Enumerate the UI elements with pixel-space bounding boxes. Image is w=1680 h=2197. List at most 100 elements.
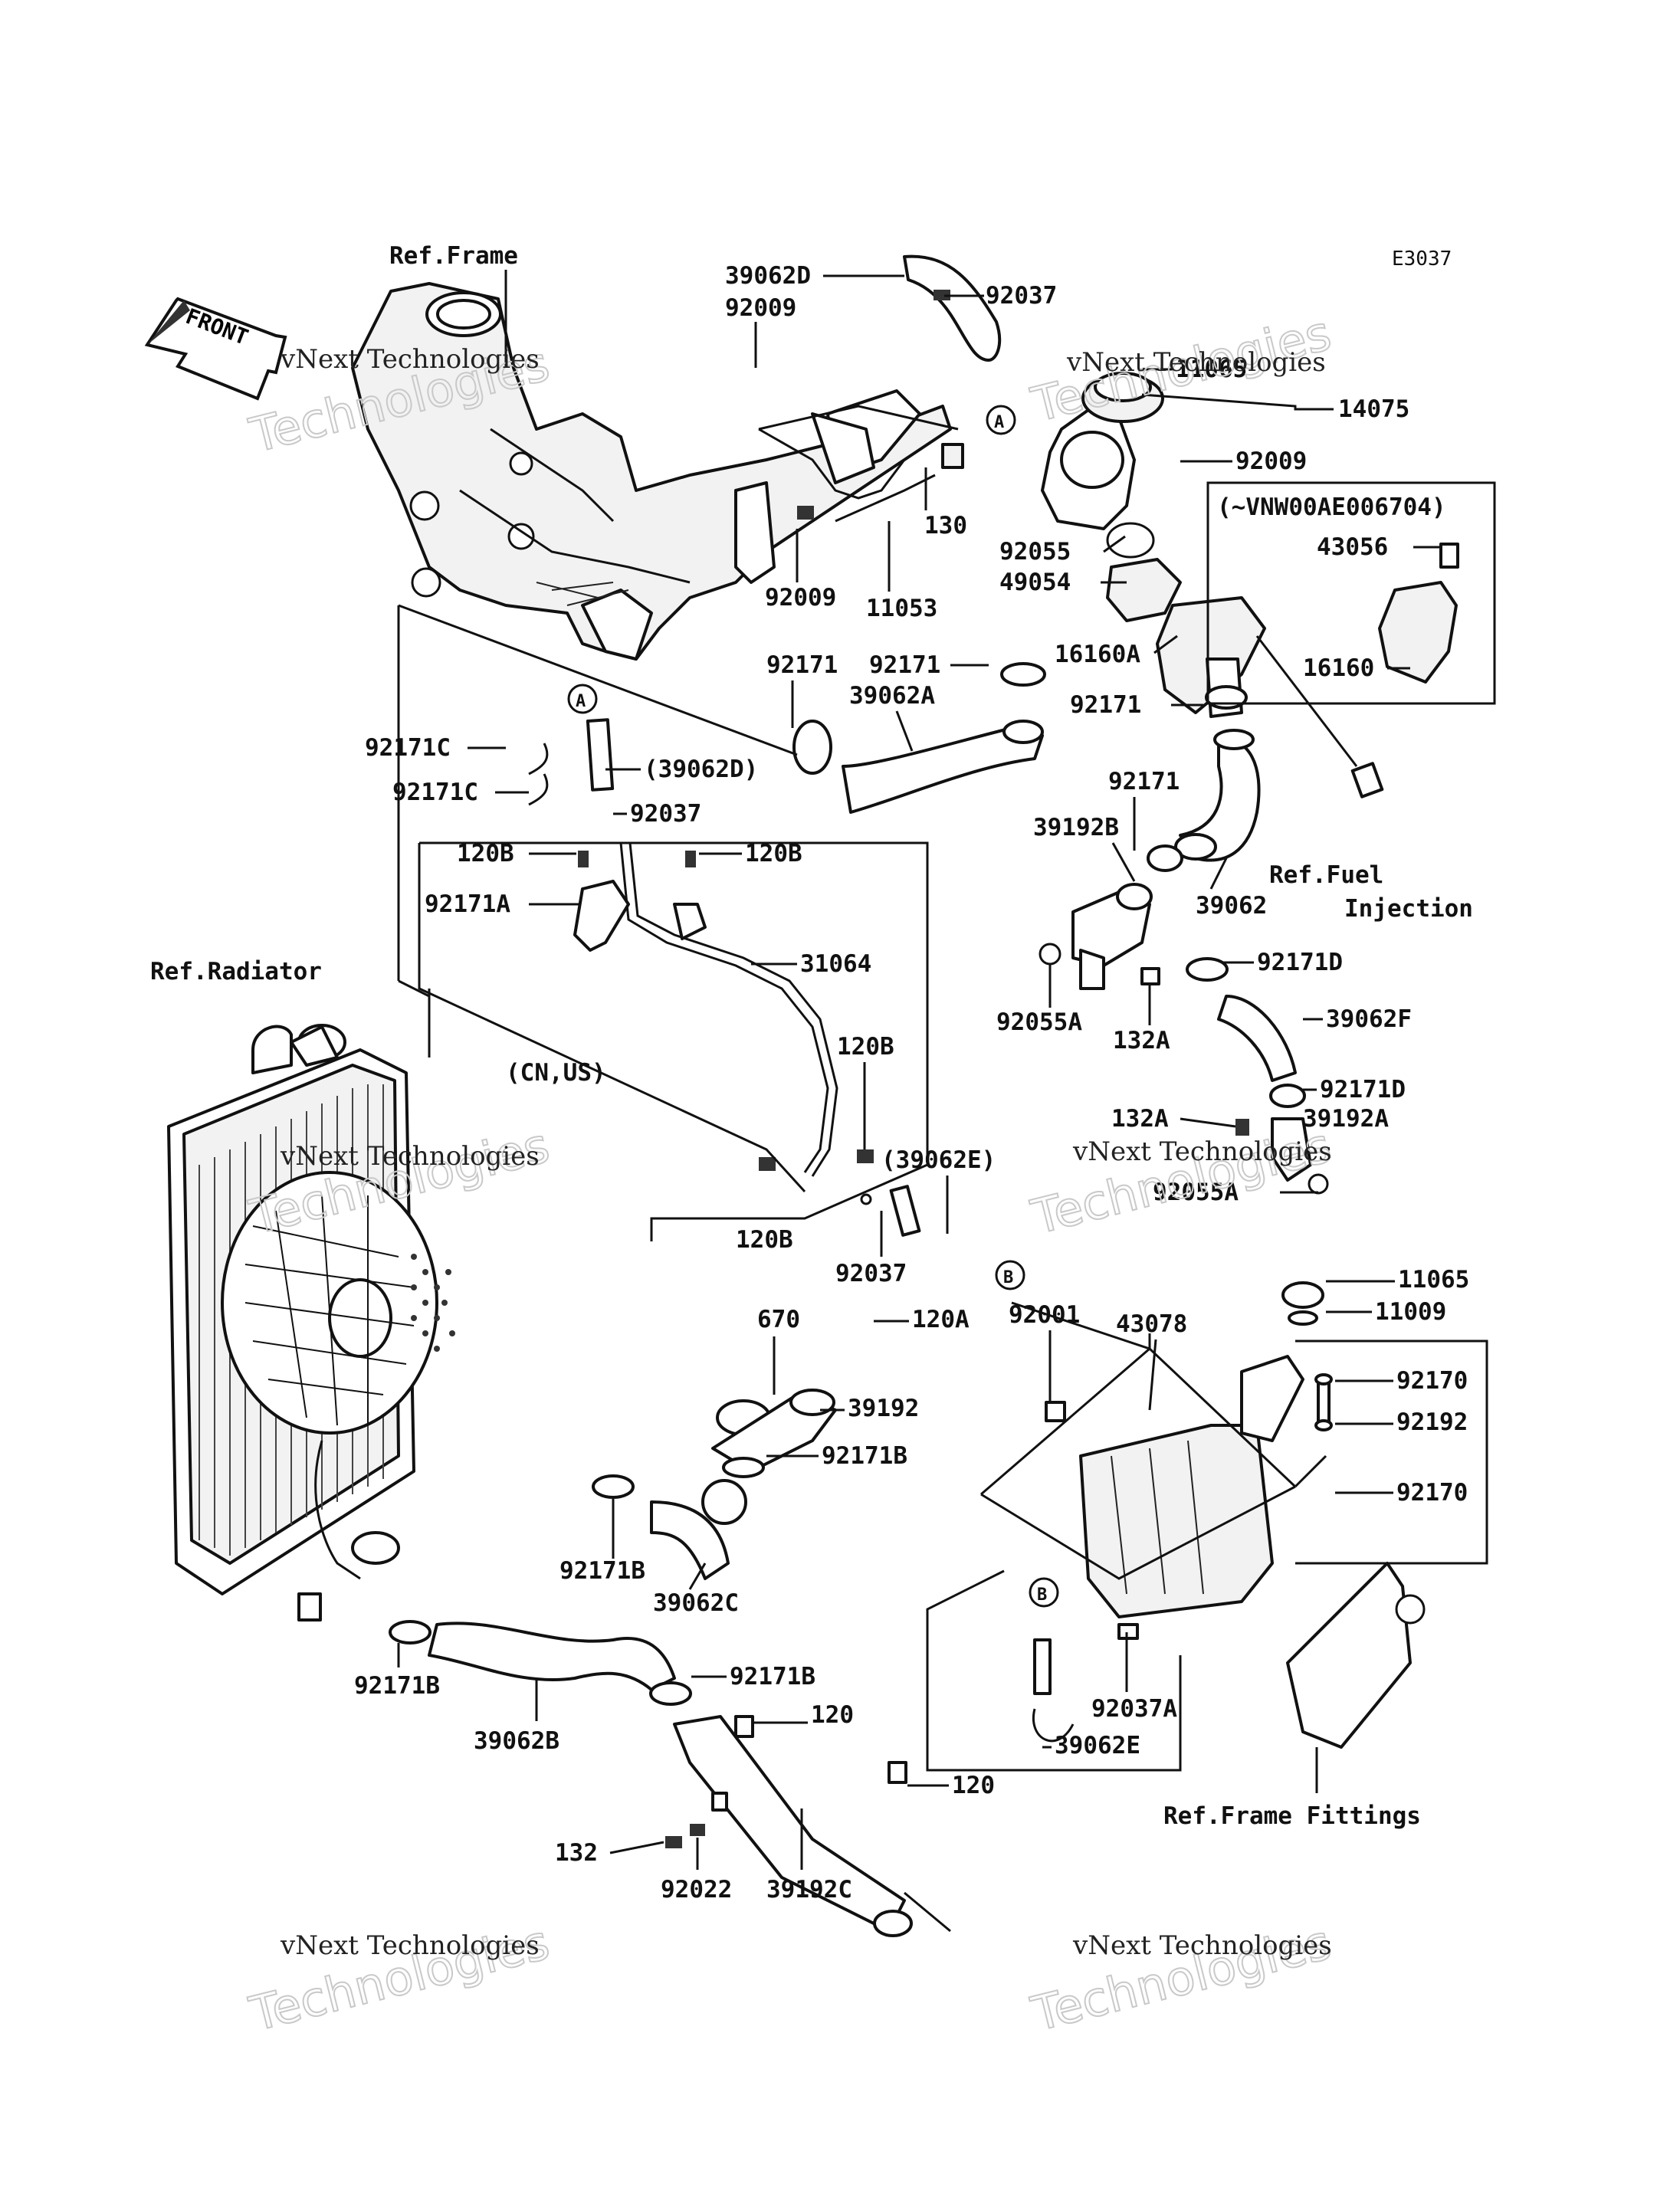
part-92055A-a: 92055A [996, 1008, 1082, 1036]
part-92009-right: 92009 [1235, 448, 1307, 475]
part-92171-b: 92171 [869, 651, 940, 679]
part-43078: 43078 [1116, 1310, 1187, 1338]
watermark-3: vNext Technologies [280, 1141, 540, 1172]
part-31064: 31064 [800, 950, 871, 978]
part-14075: 14075 [1338, 395, 1409, 423]
part-92037A: 92037A [1091, 1695, 1177, 1723]
part-16160A: 16160A [1055, 641, 1140, 668]
part-92001: 92001 [1009, 1301, 1080, 1329]
temperature-sensor-drawing [1255, 635, 1384, 798]
ref-frame-label: Ref.Frame [389, 242, 518, 270]
part-39062E: 39062E [1055, 1732, 1140, 1759]
part-92171D-b: 92171D [1320, 1076, 1406, 1103]
part-670: 670 [757, 1306, 800, 1333]
part-120B-a: 120B [457, 840, 514, 867]
part-11009: 11009 [1375, 1298, 1446, 1326]
part-120B-c: 120B [837, 1033, 894, 1061]
callout-b-upper: B [1003, 1268, 1013, 1287]
part-92171B-b: 92171B [559, 1557, 645, 1585]
ref-radiator-label: Ref.Radiator [150, 958, 322, 985]
part-92170-b: 92170 [1396, 1479, 1468, 1507]
part-92171B-a: 92171B [822, 1442, 907, 1470]
part-39062B: 39062B [474, 1727, 559, 1755]
diagram-code: E3037 [1392, 248, 1452, 271]
part-120-a: 120 [811, 1701, 854, 1729]
part-39192A: 39192A [1303, 1105, 1389, 1133]
part-120B-d: 120B [736, 1226, 793, 1254]
part-92171-c: 92171 [1070, 691, 1141, 719]
front-arrow-icon [144, 297, 287, 401]
watermark-2: vNext Technologies [1066, 347, 1326, 378]
part-92171C-a: 92171C [365, 734, 451, 762]
callout-a-upper: A [994, 413, 1004, 432]
part-39062A: 39062A [849, 682, 935, 710]
part-11065-right: 11065 [1398, 1266, 1469, 1294]
ref-fuel-injection-label: Injection [1344, 895, 1473, 923]
part-132A-a: 132A [1113, 1027, 1170, 1054]
part-39062: 39062 [1196, 892, 1267, 920]
part-39192C: 39192C [766, 1876, 852, 1904]
region-note: (CN,US) [506, 1059, 606, 1087]
part-92171B-d: 92171B [354, 1672, 440, 1700]
part-43056: 43056 [1317, 533, 1388, 561]
watermark-5: vNext Technologies [280, 1930, 540, 1961]
part-92171C-b: 92171C [392, 779, 478, 806]
part-92171A: 92171A [425, 890, 510, 918]
part-120-b: 120 [952, 1772, 995, 1799]
part-130: 130 [924, 512, 967, 539]
part-49054: 49054 [999, 569, 1071, 596]
frame-drawing [351, 282, 952, 661]
callout-a-lower: A [576, 692, 586, 711]
part-120B-b: 120B [745, 840, 802, 867]
part-92037-low: 92037 [835, 1260, 907, 1287]
part-92037-top: 92037 [986, 282, 1057, 310]
reservoir-tank-drawing [1032, 1281, 1426, 1749]
part-92009-top: 92009 [725, 294, 796, 322]
radiator-drawing [167, 1024, 455, 1622]
part-39192: 39192 [848, 1395, 919, 1422]
thermostat-housing-drawing [758, 254, 1266, 718]
part-92055A-b: 92055A [1153, 1179, 1239, 1206]
callout-b-lower: B [1037, 1585, 1047, 1605]
part-39062D-paren: (39062D) [644, 756, 758, 783]
ref-frame-fittings-label: Ref.Frame Fittings [1163, 1802, 1421, 1830]
part-132: 132 [555, 1839, 598, 1867]
variant-pump-housing-drawing [1378, 543, 1459, 684]
hose-39062A-drawing [792, 662, 1248, 814]
part-92170-a: 92170 [1396, 1367, 1468, 1395]
part-92055: 92055 [999, 538, 1071, 566]
part-132A-b: 132A [1111, 1105, 1169, 1133]
pipe-joint-39192B-drawing [1039, 844, 1229, 990]
part-16160: 16160 [1303, 654, 1374, 682]
watermark-1: vNext Technologies [280, 344, 540, 375]
part-39062F: 39062F [1326, 1005, 1412, 1033]
part-39062E-paren: (39062E) [881, 1146, 996, 1174]
part-11065-top: 11065 [1176, 356, 1247, 383]
watermark-4: vNext Technologies [1072, 1136, 1332, 1167]
part-92009-low: 92009 [765, 584, 836, 612]
label-leaders [397, 270, 1442, 1870]
leader-and-bracket-lines [397, 604, 1488, 1772]
coolant-pipe-31064-drawing [528, 718, 921, 1237]
part-92171-a: 92171 [766, 651, 838, 679]
part-39192B: 39192B [1033, 814, 1119, 841]
part-39062D: 39062D [725, 262, 811, 290]
labels: E3037 FRONT Ref.Frame Ref.Radiator Ref.F… [150, 242, 1473, 1904]
variant-note: (~VNW00AE006704) [1217, 494, 1446, 521]
part-92171-d: 92171 [1108, 768, 1180, 795]
variant-box [1206, 481, 1496, 705]
part-120A: 120A [912, 1306, 970, 1333]
watermark-6: vNext Technologies [1072, 1930, 1332, 1961]
part-92022: 92022 [661, 1876, 732, 1904]
hose-39062F-drawing [1217, 995, 1329, 1195]
callout-circles [567, 405, 1059, 1608]
hose-39062-drawing [1174, 729, 1261, 862]
watermarks: Technologies vNext Technologies Technolo… [244, 304, 1337, 2043]
part-92171B-c: 92171B [730, 1663, 815, 1690]
ref-fuel-label: Ref.Fuel [1269, 861, 1383, 889]
part-39062C: 39062C [653, 1589, 739, 1617]
part-92037-mid: 92037 [630, 800, 701, 828]
part-92192: 92192 [1396, 1408, 1468, 1436]
lower-hoses-drawing [389, 1389, 951, 1937]
